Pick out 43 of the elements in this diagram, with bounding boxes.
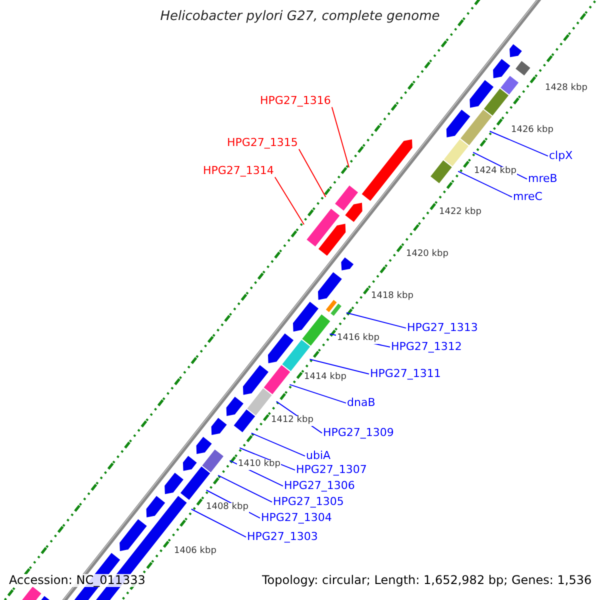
leader-line (331, 106, 350, 168)
gene-label: HPG27_1306 (284, 480, 355, 492)
gene-label: HPG27_1312 (391, 341, 462, 354)
gene-label: HPG27_1305 (273, 496, 344, 508)
leader-line (218, 474, 272, 503)
leader-line (298, 148, 326, 198)
gene-label: dnaB (347, 397, 376, 410)
gene-label: HPG27_1307 (296, 464, 367, 476)
gene-label: mreC (513, 191, 542, 204)
scale-label: 1426 kbp (510, 126, 554, 136)
scale-label: 1418 kbp (370, 292, 414, 302)
leader-line (250, 432, 306, 457)
leader-line (289, 384, 346, 404)
scale-label: 1424 kbp (473, 167, 518, 177)
scale-label: 1422 kbp (438, 208, 482, 218)
gene-label: HPG27_1315 (227, 137, 298, 150)
genome-info-text: Topology: circular; Length: 1,652,982 bp; Genes: 1,536 (262, 574, 592, 588)
scale-label: 1408 kbp (205, 503, 250, 513)
leader-line (190, 508, 246, 538)
leader-line (489, 130, 548, 157)
gene-label: HPG27_1314 (203, 165, 274, 178)
scale-label: 1412 kbp (270, 416, 314, 426)
gene-label: ubiA (306, 450, 331, 462)
gene-label: HPG27_1309 (323, 427, 394, 440)
gene-label: HPG27_1303 (247, 531, 318, 544)
map-title: Helicobacter pylori G27, complete genome (159, 10, 441, 24)
gene-label: mreB (528, 173, 558, 186)
gene-label: clpX (549, 150, 573, 162)
gene-label: HPG27_1304 (261, 512, 332, 524)
scale-label: 1420 kbp (405, 250, 450, 260)
accession-text: Accession: NC_011333 (9, 574, 146, 588)
leader-line (458, 170, 512, 198)
gene-label: HPG27_1313 (407, 322, 478, 334)
scale-label: 1414 kbp (303, 373, 348, 383)
leader-line (346, 312, 406, 329)
gene-label: HPG27_1316 (260, 95, 331, 108)
gene-label: HPG27_1311 (370, 368, 441, 380)
scale-label: 1410 kbp (237, 460, 282, 470)
scale-label: 1406 kbp (173, 547, 218, 557)
scale-label: 1428 kbp (544, 84, 588, 94)
leader-line (274, 176, 304, 225)
leader-line (309, 358, 370, 375)
scale-label: 1416 kbp (336, 334, 380, 344)
